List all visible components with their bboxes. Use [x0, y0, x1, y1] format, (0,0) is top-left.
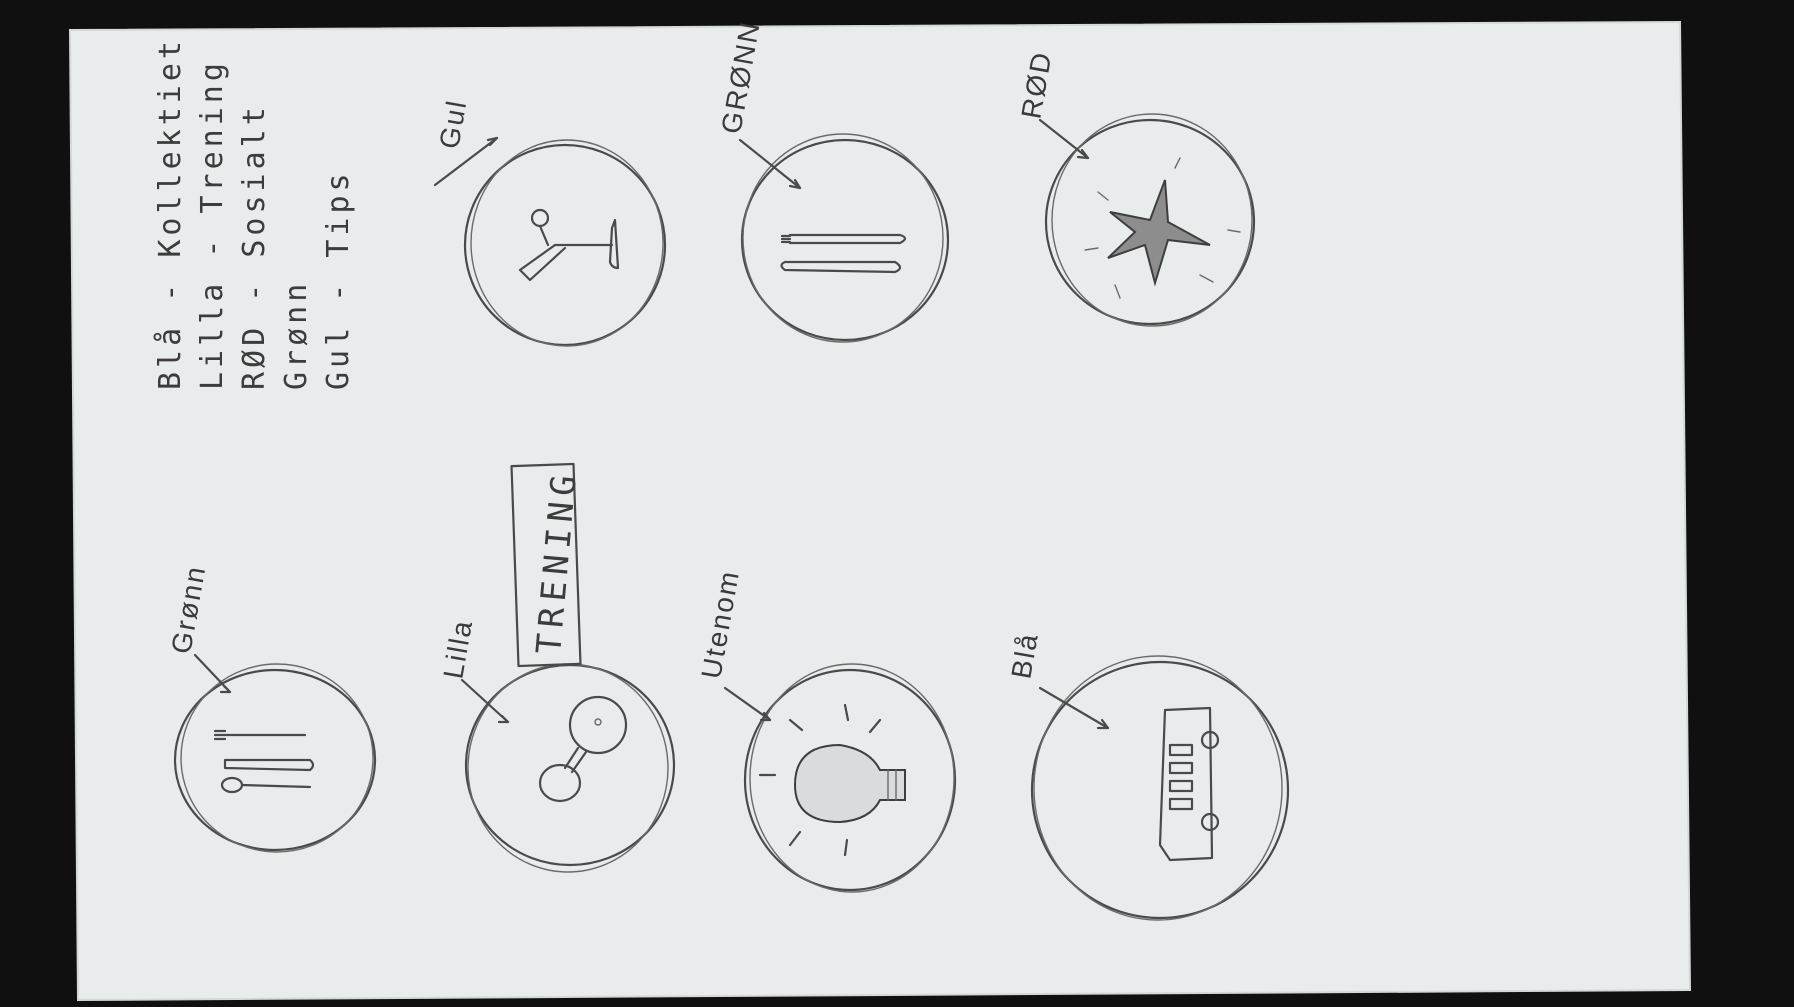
legend-line-4: Grønn — [279, 280, 314, 390]
circle-utenom: Utenom — [695, 567, 957, 893]
circle-rod-top: RØD — [1015, 48, 1256, 327]
legend-line-5: Gul - Tips — [321, 169, 356, 390]
legend: Blå - Kollektiet Lilla - Trening RØD - S… — [153, 37, 356, 390]
cutlery-icon — [213, 729, 315, 794]
bus-icon — [1158, 706, 1220, 862]
legend-line-3: RØD - Sosialt — [237, 103, 272, 390]
paper-sheet — [70, 22, 1690, 1000]
fork-knife-icon — [780, 233, 907, 274]
lightbulb-icon — [758, 703, 906, 857]
dumbbell-icon — [538, 695, 628, 803]
legend-line-2: Lilla - Trening — [195, 59, 230, 390]
circle-gul: Gul — [433, 97, 667, 347]
circle-bla: Blå — [1005, 630, 1290, 921]
star-icon — [1084, 157, 1241, 299]
cocktail-glass-icon — [518, 208, 620, 282]
legend-line-1: Blå - Kollektiet — [153, 37, 188, 390]
